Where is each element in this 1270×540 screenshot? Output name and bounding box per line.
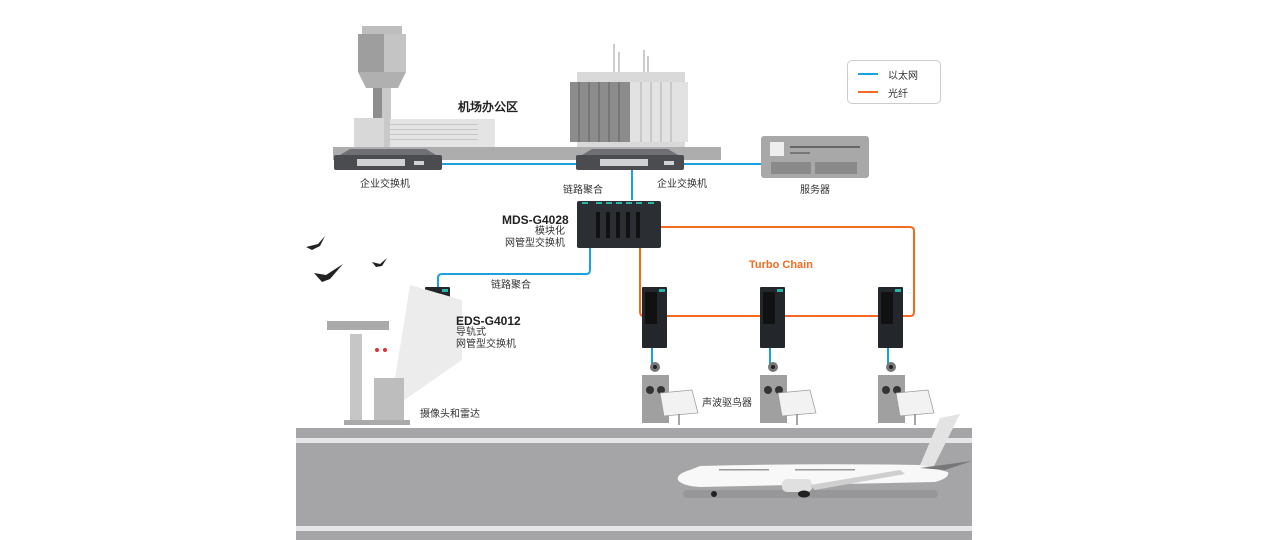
ethernet-line-swatch [858, 73, 878, 75]
office-area-label: 机场办公区 [458, 100, 519, 114]
link-aggregation-top-label: 链路聚合 [563, 185, 603, 196]
bird-repeller-3 [878, 362, 935, 425]
link-aggregation-bottom-label: 链路聚合 [491, 280, 531, 291]
turbo-chain-label: Turbo Chain [749, 259, 813, 271]
airplane-illustration [677, 414, 972, 498]
airport-office-buildings [333, 26, 721, 160]
legend: 以太网 光纤 [847, 60, 941, 104]
eds-model-name: EDS-G4012 [456, 314, 521, 328]
server-label: 服务器 [800, 185, 830, 196]
eds-type-line1: 导轨式 [456, 327, 486, 338]
enterprise-switch-left-label: 企业交换机 [360, 179, 410, 190]
fiber-line-swatch [858, 91, 878, 93]
legend-item-ethernet: 以太网 [858, 67, 918, 82]
bird-icon [306, 236, 325, 250]
eds-type-line2: 网管型交换机 [456, 339, 516, 350]
fiber-turbo-chain-ring [639, 226, 915, 317]
turbo-chain-switch-2 [760, 287, 785, 348]
legend-label: 光纤 [888, 88, 908, 100]
bird-repeller-2 [760, 362, 817, 425]
turbo-chain-switch-1 [642, 287, 667, 348]
bird-repeller-label: 声波驱鸟器 [702, 398, 752, 409]
mds-g4028-device [577, 201, 661, 248]
legend-label: 以太网 [888, 70, 918, 82]
mds-type-line1: 模块化 [535, 226, 565, 237]
server-illustration [761, 136, 869, 178]
camera-radar-label: 摄像头和雷达 [420, 409, 480, 420]
runway [296, 428, 972, 540]
link-aggregation-eds [437, 248, 591, 288]
turbo-chain-switch-3 [878, 287, 903, 348]
bird-icon [372, 258, 387, 267]
mds-type-line2: 网管型交换机 [505, 238, 565, 249]
enterprise-switch-left [334, 149, 442, 170]
camera-radar-station [327, 285, 462, 425]
legend-item-fiber: 光纤 [858, 85, 908, 100]
bird-icon [314, 264, 343, 282]
mds-model-name: MDS-G4028 [502, 213, 569, 227]
enterprise-switch-right [576, 149, 684, 170]
bird-repeller-1 [642, 362, 699, 425]
enterprise-switch-right-label: 企业交换机 [657, 179, 707, 190]
birds [306, 236, 387, 282]
